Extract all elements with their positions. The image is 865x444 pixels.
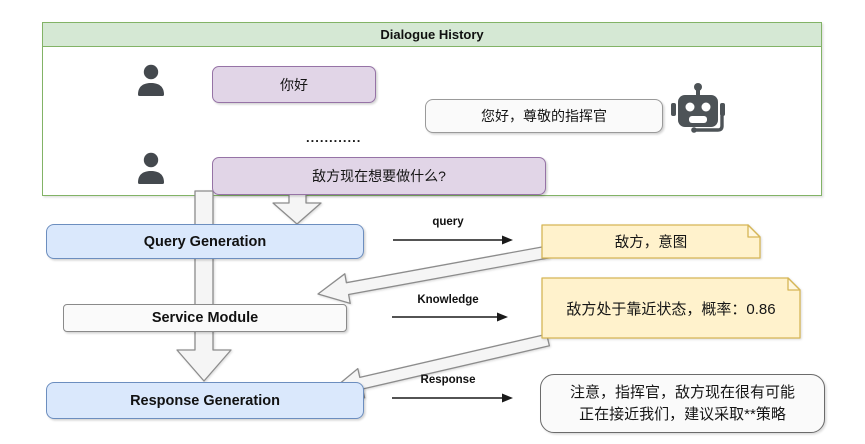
user-message-bubble-2: 敌方现在想要做什么? bbox=[212, 157, 546, 195]
knowledge-note: 敌方处于靠近状态，概率：0.86 bbox=[542, 278, 800, 338]
service-module-label: Service Module bbox=[151, 310, 259, 326]
knowledge-arrow-label: Knowledge bbox=[417, 294, 479, 306]
query-arrowhead bbox=[502, 235, 513, 245]
dialogue-ellipsis: ............ bbox=[306, 130, 362, 145]
final-response-line1: 注意，指挥官，敌方现在很有可能 bbox=[569, 383, 795, 401]
response-generation-label: Response Generation bbox=[130, 392, 280, 409]
response-arrowhead bbox=[502, 393, 513, 403]
query-note: 敌方，意图 bbox=[542, 225, 760, 258]
response-arrow-label: Response bbox=[420, 374, 476, 386]
bot-message-1-text: 您好，尊敬的指挥官 bbox=[481, 108, 607, 124]
dialogue-history-header: Dialogue History bbox=[43, 23, 821, 47]
person-icon bbox=[138, 64, 164, 96]
user-message-2-text: 敌方现在想要做什么? bbox=[312, 168, 446, 184]
user-message-1-text: 你好 bbox=[280, 76, 308, 93]
user-message-bubble-1: 你好 bbox=[212, 66, 376, 103]
query-note-text: 敌方，意图 bbox=[614, 235, 688, 251]
main-pipeline-arrow bbox=[176, 190, 232, 382]
bot-message-bubble-1: 您好，尊敬的指挥官 bbox=[425, 99, 663, 133]
robot-icon bbox=[671, 83, 725, 133]
service-module-box: Service Module bbox=[63, 304, 347, 332]
knowledge-arrowhead bbox=[497, 312, 508, 322]
knowledge-note-text: 敌方处于靠近状态，概率：0.86 bbox=[566, 300, 776, 318]
query-arrow-label: query bbox=[432, 216, 464, 228]
note-to-response-arrow bbox=[331, 333, 551, 399]
dialogue-history-title: Dialogue History bbox=[380, 27, 484, 42]
final-response-bubble: 注意，指挥官，敌方现在很有可能 正在接近我们，建议采取**策略 bbox=[540, 374, 825, 433]
query-generation-box: Query Generation bbox=[46, 224, 364, 259]
response-generation-box: Response Generation bbox=[46, 382, 364, 419]
query-generation-label: Query Generation bbox=[143, 233, 267, 250]
person-icon bbox=[138, 152, 164, 184]
final-response-line2: 正在接近我们，建议采取**策略 bbox=[579, 405, 786, 423]
